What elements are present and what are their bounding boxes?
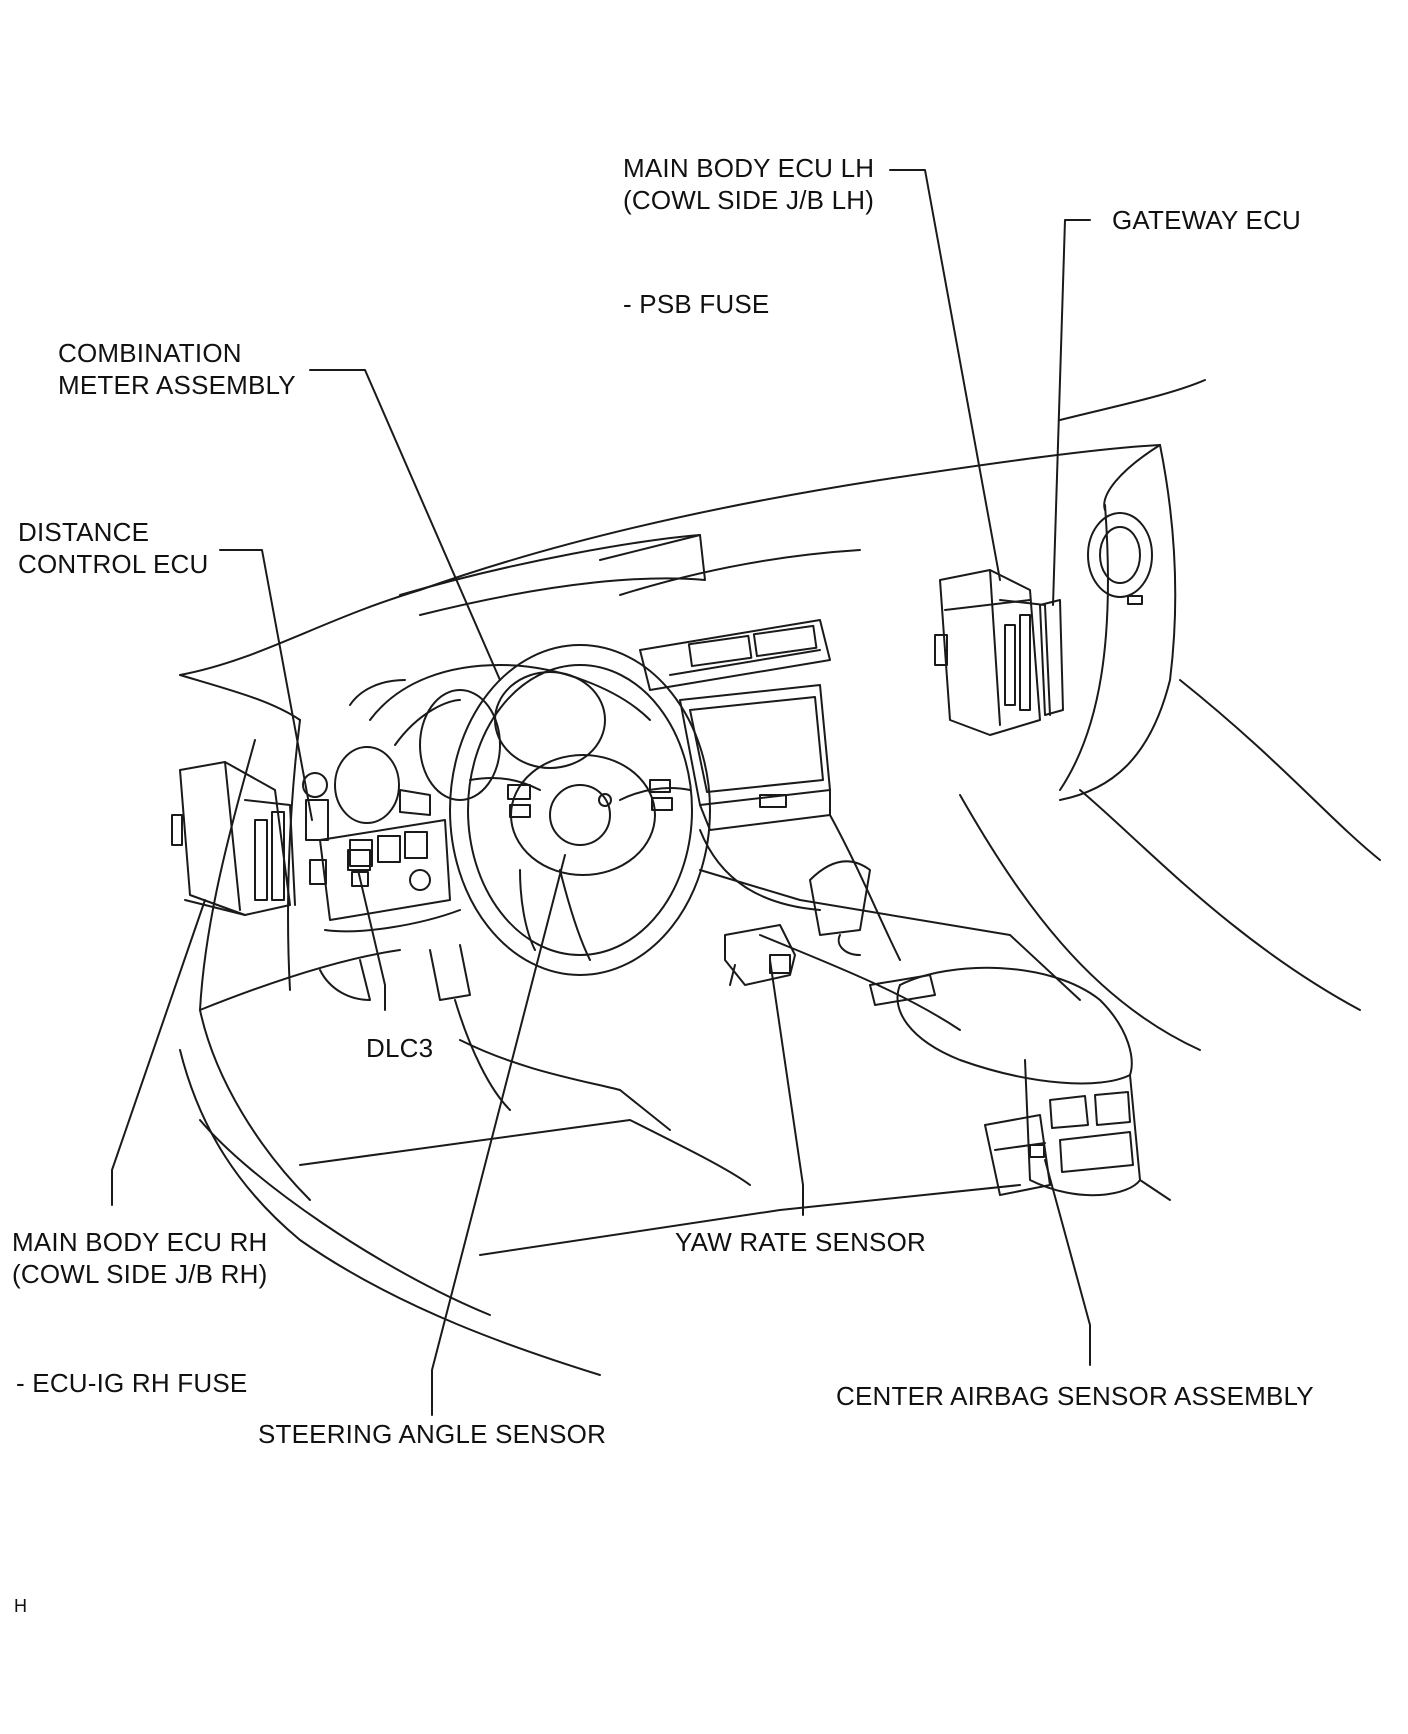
label-main-body-ecu-rh: MAIN BODY ECU RH (COWL SIDE J/B RH) (12, 1226, 268, 1290)
leader-steering-angle-sensor (432, 855, 565, 1415)
leader-dlc3 (358, 870, 385, 1010)
center-stack (640, 620, 900, 960)
label-steering-angle-sensor: STEERING ANGLE SENSOR (258, 1419, 607, 1449)
label-combination-meter-line1: COMBINATION (58, 338, 242, 368)
leader-lines (112, 170, 1090, 1415)
leader-main-body-ecu-rh (112, 900, 205, 1205)
label-ecu-ig-rh-fuse: - ECU-IG RH FUSE (16, 1368, 248, 1398)
label-combination-meter-line2: METER ASSEMBLY (58, 370, 296, 400)
label-main-body-ecu-rh-line1: MAIN BODY ECU RH (12, 1227, 268, 1257)
label-gateway-ecu: GATEWAY ECU (1112, 205, 1302, 235)
label-distance-control-ecu: DISTANCE CONTROL ECU (18, 516, 208, 580)
gateway-ecu-shape (1040, 600, 1063, 715)
center-console (700, 861, 1170, 1200)
distance-control-ecu-shape (306, 800, 328, 884)
lower-dash-left (200, 720, 470, 1010)
figure-id: H (14, 1596, 27, 1616)
steering-wheel (450, 645, 710, 975)
center-airbag-sensor-shape (985, 1115, 1050, 1195)
dlc3-shape (348, 850, 370, 886)
body-lines (180, 680, 1380, 1375)
leader-main-body-ecu-lh (890, 170, 1000, 580)
leader-distance-control-ecu (220, 550, 312, 820)
label-dlc3: DLC3 (366, 1033, 434, 1063)
leader-yaw-rate-sensor (770, 960, 803, 1215)
dashboard-outline (180, 380, 1205, 800)
main-body-ecu-lh-shape (935, 570, 1050, 735)
label-center-airbag-sensor: CENTER AIRBAG SENSOR ASSEMBLY (836, 1381, 1314, 1411)
leader-gateway-ecu (1053, 220, 1090, 605)
main-body-ecu-rh-shape (172, 762, 295, 915)
label-main-body-ecu-rh-line2: (COWL SIDE J/B RH) (12, 1259, 268, 1289)
leader-combination-meter (310, 370, 500, 680)
label-yaw-rate-sensor: YAW RATE SENSOR (675, 1227, 926, 1257)
label-main-body-ecu-lh-line2: (COWL SIDE J/B LH) (623, 185, 875, 215)
label-combination-meter: COMBINATION METER ASSEMBLY (58, 337, 296, 401)
label-distance-control-ecu-line1: DISTANCE (18, 517, 150, 547)
label-distance-control-ecu-line2: CONTROL ECU (18, 549, 209, 579)
label-main-body-ecu-lh-line1: MAIN BODY ECU LH (623, 153, 875, 183)
label-main-body-ecu-lh: MAIN BODY ECU LH (COWL SIDE J/B LH) (623, 152, 874, 216)
label-psb-fuse: - PSB FUSE (623, 289, 770, 319)
right-air-vent (1088, 513, 1152, 604)
leader-center-airbag-sensor (1045, 1160, 1090, 1365)
instrument-cluster (303, 665, 650, 823)
